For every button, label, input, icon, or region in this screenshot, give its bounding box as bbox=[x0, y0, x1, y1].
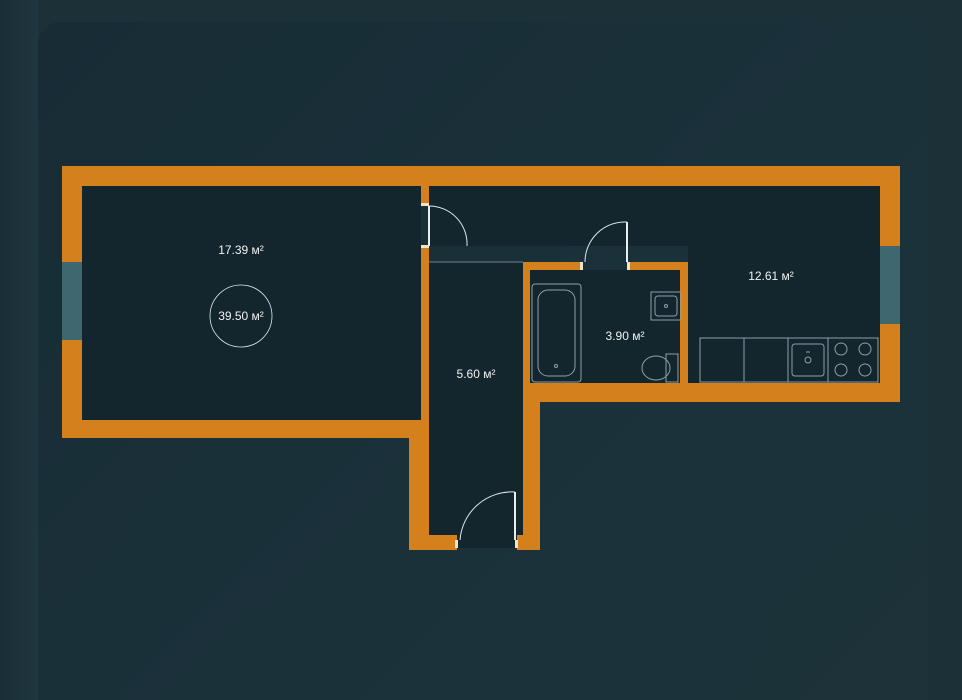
fixtures bbox=[531, 283, 879, 383]
wall-hall-right bbox=[523, 262, 530, 400]
living-room-area-label: 17.39 м² bbox=[218, 243, 264, 257]
wall-hall-left bbox=[409, 420, 429, 550]
kitchen-area-label: 12.61 м² bbox=[748, 269, 794, 283]
stove-icon bbox=[827, 337, 879, 383]
wall-living-hall-upper bbox=[421, 186, 429, 204]
wall-entrance-left bbox=[409, 535, 457, 550]
windows bbox=[62, 246, 900, 340]
wall-bath-top-left bbox=[523, 262, 583, 270]
doors bbox=[428, 205, 628, 541]
toilet-icon bbox=[641, 353, 679, 383]
wall-entrance-right bbox=[517, 535, 540, 550]
door-bath-arc bbox=[584, 221, 628, 263]
wall-top bbox=[62, 166, 900, 186]
total-area-circle bbox=[209, 284, 273, 348]
total-area-label: 39.50 м² bbox=[218, 309, 264, 323]
wall-bath-kitchen bbox=[680, 262, 688, 384]
door-entrance-arc bbox=[459, 491, 516, 541]
window-kitchen bbox=[880, 246, 900, 324]
bathroom-area-label: 3.90 м² bbox=[606, 329, 645, 343]
hallway-area-label: 5.60 м² bbox=[457, 367, 496, 381]
window-living bbox=[62, 262, 82, 340]
area-labels: 17.39 м² 39.50 м² 5.60 м² 3.90 м² 12.61 … bbox=[218, 243, 794, 381]
wall-hall-right-outer bbox=[523, 384, 540, 550]
door-living-arc bbox=[428, 205, 468, 247]
wall-living-bottom bbox=[62, 420, 429, 438]
bathtub-icon bbox=[531, 283, 582, 383]
room-floors bbox=[82, 186, 880, 548]
background-edge bbox=[0, 0, 38, 700]
door-jambs bbox=[421, 203, 630, 548]
wall-bath-top-right bbox=[630, 262, 688, 270]
sink-icon bbox=[650, 291, 682, 321]
wall-living-hall-lower bbox=[421, 248, 429, 438]
wall-kitchen-bottom bbox=[523, 383, 900, 402]
